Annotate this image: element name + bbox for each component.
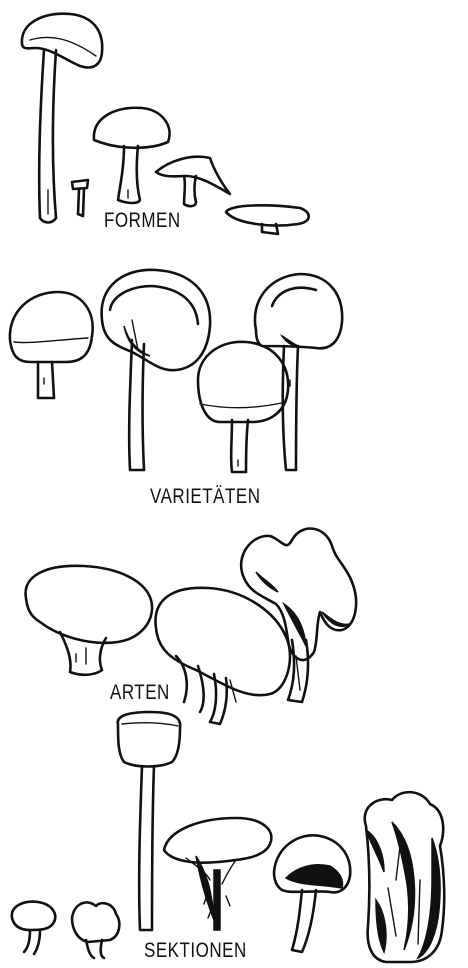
sektionen-group [12,712,444,962]
label-varietaten: VARIETÄTEN [150,484,260,509]
label-arten: ARTEN [110,680,170,705]
varietaten-left-mushroom [10,292,93,398]
formen-mid-mushroom [94,108,170,203]
varietaten-front-mushroom [198,342,288,472]
sektionen-wide-mushroom [164,818,271,930]
formen-flat-mushroom [226,205,309,234]
formen-tall-mushroom [22,14,102,223]
sektionen-cluster-mushroom [72,902,119,958]
arten-group [26,529,357,724]
varietaten-big-mushroom [102,270,211,470]
arten-middle-mushroom [155,588,289,724]
sektionen-tiny-mushroom [12,902,55,954]
formen-group [22,14,309,234]
varietaten-group [10,270,342,472]
sektionen-dark-mushroom [365,792,444,962]
formen-tiny-mushroom [72,180,88,216]
sektionen-shiitake-mushroom [274,835,350,952]
arten-left-mushroom [26,566,153,675]
formen-curved-mushroom [156,157,230,206]
label-sektionen: SEKTIONEN [144,938,247,963]
label-formen: FORMEN [104,208,181,233]
sektionen-tall-mushroom [118,712,180,930]
